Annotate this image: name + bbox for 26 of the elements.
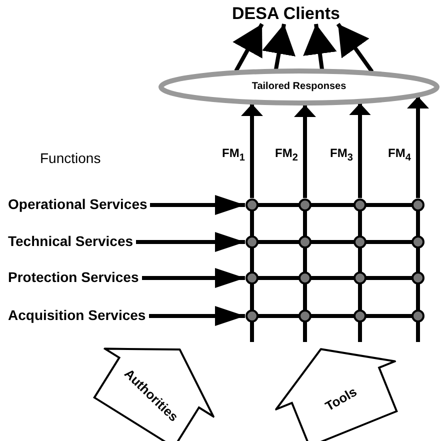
node-label: Tools	[322, 384, 360, 414]
arrow	[136, 232, 245, 252]
column-label: FM$_{4}$	[388, 146, 411, 164]
arrow	[303, 24, 337, 70]
heading-label: Functions	[40, 150, 101, 166]
arrow	[150, 195, 245, 215]
node-label: Tailored Responses	[252, 81, 346, 93]
node-label: Protection Services	[8, 269, 139, 286]
arrow	[232, 23, 264, 72]
arrow	[294, 104, 316, 198]
arrow	[142, 268, 245, 288]
node-label: Acquisition Services	[8, 307, 146, 324]
arrow	[149, 306, 245, 326]
node-label: Operational Services	[8, 196, 148, 213]
ellipse-shape	[158, 68, 440, 106]
column-label: FM$_{3}$	[330, 146, 353, 164]
node-label: DESA Clients	[232, 4, 340, 24]
column-label: FM$_{2}$	[275, 146, 298, 164]
column-label: FM$_{1}$	[222, 146, 245, 164]
arrow	[241, 104, 263, 198]
arrow	[407, 96, 429, 198]
arrow	[336, 22, 374, 73]
arrow	[262, 24, 296, 70]
grid-drawing	[245, 198, 425, 343]
node-label: Technical Services	[8, 233, 134, 250]
arrow	[349, 103, 371, 198]
